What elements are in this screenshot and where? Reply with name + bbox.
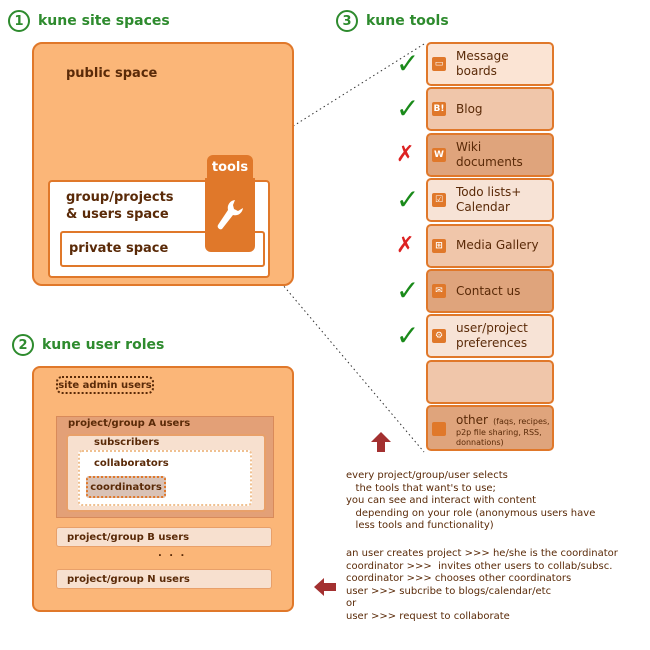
public-space-label: public space — [66, 66, 158, 81]
note-line: user >>> request to collaborate — [346, 610, 510, 622]
group-space-label-line2: & users space — [66, 207, 169, 222]
tool-other[interactable]: other (faqs, recipes, p2p file sharing, … — [426, 405, 554, 451]
section-number-badge: 3 — [336, 10, 358, 32]
other-tools-detail1: (faqs, recipes, — [493, 416, 550, 426]
section-number-badge: 2 — [12, 334, 34, 356]
section-header-user-roles: 2 kune user roles — [12, 334, 164, 356]
todo-icon: ☑ — [432, 193, 446, 208]
message-board-icon: ▭ — [432, 57, 446, 71]
other-tools-label: other — [456, 412, 488, 427]
subscribers-label: subscribers — [94, 437, 160, 448]
tool-label-line1: Message — [456, 49, 509, 63]
wrench-icon — [217, 200, 243, 230]
ellipsis: . . . — [158, 548, 187, 559]
roles-flow-note: an user creates project >>> he/she is th… — [346, 548, 618, 623]
gallery-icon: ⊞ — [432, 238, 446, 253]
note-line: coordinator >>> invites other users to c… — [346, 560, 613, 572]
tool-label-line2: documents — [456, 154, 523, 169]
left-arrow-icon — [314, 578, 336, 596]
note-line: an user creates project >>> he/she is th… — [346, 548, 618, 559]
tool-item[interactable] — [426, 359, 554, 404]
tool-label-line2: boards — [456, 64, 497, 78]
coordinators-box: coordinators — [86, 476, 166, 498]
tool-label-line2: Calendar — [456, 200, 510, 215]
check-icon: ✓ — [396, 183, 420, 217]
tool-label: Blog — [456, 102, 483, 117]
note-line: or — [346, 598, 357, 609]
tool-label-line1: Wiki — [456, 139, 482, 154]
note-line: less tools and functionality) — [346, 520, 494, 531]
tool-label-line2: preferences — [456, 336, 528, 351]
group-space-label-line1: group/projects — [66, 190, 174, 205]
group-n-box: project/group N users — [56, 569, 272, 589]
preferences-icon: ⚙ — [432, 329, 446, 344]
tool-label: Media Gallery — [456, 238, 539, 253]
tool-item[interactable]: B! Blog — [426, 87, 554, 132]
note-line: coordinator >>> chooses other coordinato… — [346, 573, 572, 584]
contact-icon: ✉ — [432, 284, 446, 298]
tool-item[interactable]: ☑ Todo lists+Calendar — [426, 178, 554, 223]
check-icon: ✓ — [396, 274, 420, 307]
check-icon: ✓ — [396, 319, 420, 353]
collaborators-label: collaborators — [94, 458, 169, 469]
tool-label-line1: Blog — [456, 101, 483, 116]
group-b-box: project/group B users — [56, 527, 272, 547]
tools-selection-note: every project/group/user selects the too… — [346, 470, 595, 533]
site-admin-users-box: site admin users — [56, 376, 154, 394]
tool-item[interactable]: ✉ Contact us — [426, 269, 554, 313]
tool-item[interactable]: ⊞ Media Gallery — [426, 223, 554, 268]
other-tools-text: other (faqs, recipes, p2p file sharing, … — [456, 409, 550, 448]
section-header-tools: 3 kune tools — [336, 10, 449, 32]
check-icon: ✓ — [396, 47, 420, 80]
cross-icon: ✗ — [396, 232, 415, 258]
section-title: kune site spaces — [38, 13, 170, 29]
section-title: kune tools — [366, 13, 449, 29]
other-tools-detail2: p2p file sharing, RSS, — [456, 427, 542, 437]
tool-label-line1: user/project — [456, 321, 528, 336]
tools-tab: tools — [207, 155, 253, 179]
section-number-badge: 1 — [8, 10, 30, 32]
tool-label-line1: Media Gallery — [456, 238, 539, 253]
wiki-icon: W — [432, 147, 446, 162]
blog-icon: B! — [432, 102, 446, 117]
check-icon: ✓ — [396, 92, 420, 126]
cross-icon: ✗ — [396, 141, 415, 167]
tool-label-line1: Todo lists+ — [456, 185, 522, 200]
note-line: the tools that want's to use; — [346, 482, 496, 494]
section-header-site-spaces: 1 kune site spaces — [8, 10, 170, 32]
other-tools-detail3: donnations) — [456, 437, 504, 447]
tool-label: Contact us — [456, 284, 520, 299]
tool-label-line1: Contact us — [456, 283, 521, 298]
other-tools-icon — [432, 422, 446, 436]
note-line: depending on your role (anonymous users … — [346, 507, 596, 519]
group-a-label: project/group A users — [68, 418, 191, 429]
up-arrow-icon — [371, 432, 391, 452]
note-line: every project/group/user selects — [346, 470, 508, 481]
note-line: you can see and interact with content — [346, 495, 537, 506]
section-title: kune user roles — [42, 337, 165, 353]
note-line: user >>> subcribe to blogs/calendar/etc — [346, 585, 552, 597]
tool-label: Todo lists+Calendar — [456, 185, 521, 215]
group-space-label: group/projects & users space — [66, 189, 174, 223]
private-space-label: private space — [69, 241, 169, 256]
tools-wrench-block — [205, 178, 255, 252]
